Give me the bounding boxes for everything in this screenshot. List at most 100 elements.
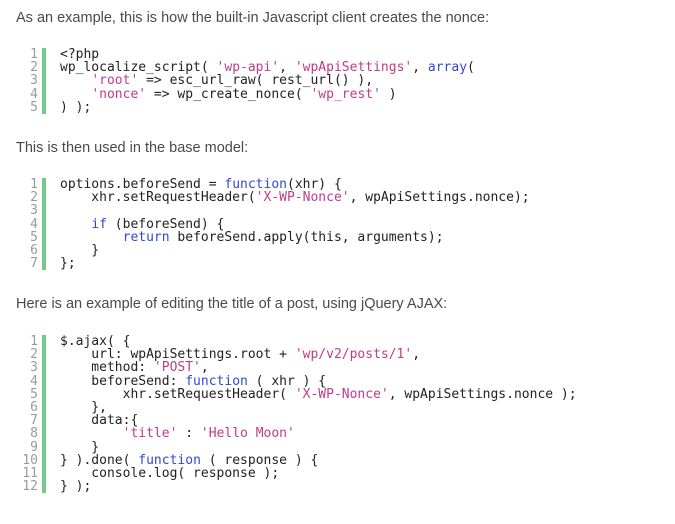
- jquery-code-block[interactable]: 1$.ajax( {2 url: wpApiSettings.root + 'w…: [16, 335, 659, 493]
- code-line: 5 xhr.setRequestHeader( 'X-WP-Nonce', wp…: [16, 388, 659, 401]
- code-token: ,: [412, 347, 421, 363]
- code-token: , wpApiSettings.nonce );: [388, 386, 577, 402]
- string-token: 'POST': [153, 360, 201, 376]
- code-text: wp_localize_script( 'wp-api', 'wpApiSett…: [46, 61, 475, 74]
- code-token: beforeSend.apply(this, arguments);: [169, 229, 444, 245]
- code-line: 11 console.log( response );: [16, 467, 659, 480]
- gutter-bar: [42, 480, 46, 494]
- gutter-bar: [42, 178, 46, 192]
- string-token: 'wp_rest': [310, 86, 381, 102]
- code-text: <?php: [46, 48, 99, 61]
- string-token: 'X-WP-Nonce': [255, 190, 350, 206]
- jquery-paragraph: Here is an example of editing the title …: [16, 296, 448, 312]
- code-line: 6 }: [16, 244, 659, 257]
- code-text: 'title' : 'Hello Moon': [46, 427, 295, 440]
- string-token: 'nonce': [91, 86, 147, 102]
- code-line: 3 method: 'POST',: [16, 361, 659, 374]
- code-line: 2 wp_localize_script( 'wp-api', 'wpApiSet…: [16, 61, 659, 74]
- code-text: } );: [46, 480, 91, 493]
- code-text: return beforeSend.apply(this, arguments)…: [46, 231, 444, 244]
- line-number: 3: [30, 203, 38, 219]
- gutter-bar: [42, 217, 46, 231]
- gutter-bar: [42, 100, 46, 114]
- code-token: ) );: [60, 99, 92, 115]
- base-model-paragraph: This is then used in the base model:: [16, 140, 249, 156]
- code-line: 5) );: [16, 101, 659, 114]
- code-token: :: [177, 426, 201, 442]
- line-number: 12: [22, 479, 38, 495]
- code-token: xhr.setRequestHeader(: [60, 386, 295, 402]
- code-token: console.log( response );: [60, 465, 280, 481]
- line-number: 1: [30, 177, 38, 192]
- code-token: (beforeSend) {: [106, 216, 225, 232]
- code-text: 'nonce' => wp_create_nonce( 'wp_rest' ): [46, 86, 397, 102]
- gutter-bar: [42, 348, 46, 362]
- code-line: 7};: [16, 257, 659, 270]
- gutter-bar: [42, 427, 46, 441]
- gutter-bar: [42, 400, 46, 415]
- line-number: 4: [30, 373, 38, 389]
- gutter-bar: [42, 414, 46, 428]
- code-token: ): [380, 86, 397, 102]
- string-token: 'X-WP-Nonce': [294, 386, 389, 402]
- code-text: beforeSend: function ( xhr ) {: [46, 373, 326, 389]
- code-text: ) );: [46, 101, 91, 114]
- code-token: => wp_create_nonce(: [146, 86, 311, 102]
- line-number: 3: [30, 360, 38, 376]
- gutter-bar: [42, 257, 46, 271]
- code-line: 3 'root' => esc_url_raw( rest_url() ),: [16, 74, 659, 87]
- code-line: 9 }: [16, 439, 659, 455]
- intro-paragraph: As an example, this is how the built-in …: [16, 10, 490, 26]
- code-token: options.beforeSend =: [60, 177, 225, 192]
- code-line: 6 },: [16, 401, 659, 414]
- code-token: data:{: [60, 413, 139, 429]
- gutter-bar: [42, 453, 46, 467]
- code-text: }: [46, 244, 99, 257]
- code-text: xhr.setRequestHeader('X-WP-Nonce', wpApi…: [46, 190, 529, 206]
- keyword-token: if: [91, 216, 107, 232]
- code-token: url: wpApiSettings.root +: [60, 347, 295, 363]
- code-line: 4 'nonce' => wp_create_nonce( 'wp_rest' …: [16, 86, 659, 102]
- code-token: } ).done(: [60, 452, 139, 468]
- gutter-bar: [42, 243, 46, 258]
- code-line: 5 return beforeSend.apply(this, argument…: [16, 231, 659, 244]
- code-line: 10} ).done( function ( response ) {: [16, 452, 659, 468]
- code-line: 12 } );: [16, 480, 659, 493]
- code-text: [46, 204, 60, 217]
- code-token: (: [467, 60, 475, 76]
- gutter-bar: [42, 48, 46, 62]
- line-number: 8: [30, 426, 38, 442]
- keyword-token: function: [185, 373, 248, 389]
- code-line: 2 url: wpApiSettings.root + 'wp/v2/posts…: [16, 348, 659, 361]
- line-number: 4: [30, 216, 38, 232]
- code-text: $.ajax( {: [46, 335, 130, 348]
- code-token: }: [60, 242, 100, 258]
- line-number: 7: [30, 413, 38, 429]
- line-number: 4: [30, 86, 38, 102]
- code-token: } );: [60, 479, 92, 495]
- code-token: };: [60, 256, 76, 272]
- line-number: 6: [30, 399, 38, 415]
- code-token: beforeSend:: [60, 373, 186, 389]
- code-token: $.ajax( {: [60, 334, 131, 349]
- keyword-token: array: [427, 60, 468, 76]
- string-token: 'wp/v2/posts/1': [294, 347, 413, 363]
- gutter-bar: [42, 61, 46, 75]
- line-number: 3: [30, 73, 38, 89]
- code-text: };: [46, 257, 76, 270]
- line-number: 2: [30, 60, 38, 76]
- line-number: 2: [30, 347, 38, 363]
- code-text: method: 'POST',: [46, 360, 208, 376]
- code-token: }: [60, 439, 100, 455]
- code-token: method:: [60, 360, 154, 376]
- code-line: 2 xhr.setRequestHeader('X-WP-Nonce', wpA…: [16, 191, 659, 204]
- gutter-bar: [42, 335, 46, 349]
- code-text: xhr.setRequestHeader( 'X-WP-Nonce', wpAp…: [46, 388, 577, 401]
- code-token: ,: [412, 60, 428, 76]
- line-number: 5: [30, 386, 38, 402]
- code-token: => esc_url_raw( rest_url() ),: [138, 73, 374, 89]
